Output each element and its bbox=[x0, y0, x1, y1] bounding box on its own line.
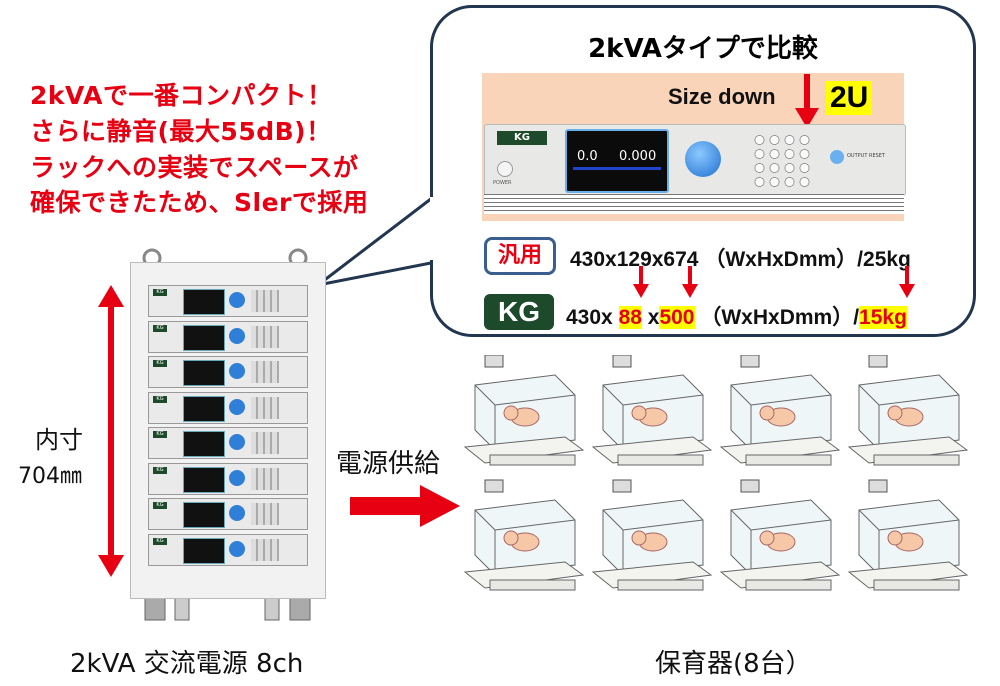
kg-badge: KG bbox=[484, 294, 554, 330]
power-supply-unit: KG bbox=[148, 462, 308, 495]
unit-keypad-icon bbox=[251, 290, 279, 312]
unit-logo: KG bbox=[153, 537, 167, 545]
unit-logo: KG bbox=[153, 466, 167, 474]
kg-x: x bbox=[647, 306, 660, 329]
weight-arrow-icon bbox=[899, 266, 915, 298]
output-label: OUTPUT RESET bbox=[847, 153, 885, 159]
unit-display bbox=[183, 324, 225, 351]
general-unit: （WxHxDmm）/25kg bbox=[704, 248, 911, 271]
incubator-grid bbox=[463, 355, 969, 591]
unit-knob-icon bbox=[229, 327, 245, 344]
unit-display bbox=[183, 431, 225, 457]
kg-spec: 430x 88 x500 （WxHxDmm）/15kg bbox=[566, 301, 907, 331]
incubator-caption: 保育器(8台） bbox=[655, 649, 812, 679]
kg-depth: 500 bbox=[659, 306, 695, 329]
unit-logo: KG bbox=[153, 502, 167, 509]
kg-width: 430x bbox=[566, 306, 613, 329]
incubator-icon bbox=[719, 479, 841, 591]
height-arrow-icon bbox=[633, 266, 649, 298]
power-supply-unit: KG bbox=[148, 533, 308, 566]
unit-logo: KG bbox=[153, 289, 167, 296]
unit-knob-icon bbox=[229, 363, 245, 379]
current-readout: 0.000 bbox=[619, 149, 657, 164]
kg-weight: 15kg bbox=[859, 306, 907, 329]
kg-unit: （WxHxDmm）/ bbox=[700, 306, 860, 329]
headline-line-4: 確保できたため、Slerで採用 bbox=[30, 188, 369, 217]
incubator-icon bbox=[719, 355, 841, 466]
rack-caption: 2kVA 交流電源 8ch bbox=[70, 649, 304, 679]
output-button bbox=[830, 150, 844, 164]
voltage-readout: 0.0 bbox=[577, 149, 598, 164]
unit-display bbox=[183, 537, 225, 564]
incubator-icon bbox=[591, 479, 713, 591]
incubator-icon bbox=[463, 479, 585, 591]
general-dims: 430x129x674 bbox=[570, 248, 699, 271]
unit-keypad-icon bbox=[251, 538, 279, 561]
unit-keypad-icon bbox=[251, 432, 279, 454]
inner-size-label: 内寸 bbox=[35, 426, 83, 454]
unit-logo: KG bbox=[153, 324, 167, 332]
device-logo: KG bbox=[497, 131, 547, 145]
unit-display bbox=[183, 395, 225, 422]
incubator-icon bbox=[847, 479, 969, 591]
power-supply-unit: KG bbox=[148, 498, 308, 530]
unit-display bbox=[183, 289, 225, 315]
keypad-icon bbox=[752, 133, 812, 189]
device-vents bbox=[484, 194, 904, 214]
unit-knob-icon bbox=[229, 398, 245, 415]
power-supply-unit: KG bbox=[148, 285, 308, 317]
device-display: 0.0 0.000 bbox=[565, 129, 669, 193]
unit-logo: KG bbox=[153, 395, 167, 403]
general-spec: 430x129x674 （WxHxDmm）/25kg bbox=[570, 243, 911, 273]
unit-display bbox=[183, 360, 225, 386]
unit-knob-icon bbox=[229, 292, 245, 308]
comparison-title: 2kVAタイプで比較 bbox=[588, 34, 818, 64]
power-button bbox=[497, 161, 513, 177]
kg-height: 88 bbox=[618, 306, 642, 329]
unit-knob-icon bbox=[229, 505, 245, 521]
power-supply-unit: KG bbox=[148, 320, 308, 353]
power-label: POWER bbox=[493, 180, 512, 186]
size-down-arrow-icon bbox=[795, 74, 819, 128]
headline-line-3: ラックへの実装でスペースが bbox=[30, 153, 359, 182]
unit-keypad-icon bbox=[251, 325, 279, 348]
incubator-icon bbox=[847, 355, 969, 466]
unit-display bbox=[183, 502, 225, 528]
size-down-label: Size down bbox=[668, 84, 776, 109]
height-double-arrow-icon bbox=[98, 285, 124, 577]
incubator-icon bbox=[463, 355, 585, 466]
unit-knob-icon bbox=[229, 434, 245, 450]
supply-arrow-icon bbox=[350, 485, 460, 527]
power-supply-unit: KG bbox=[148, 391, 308, 424]
headline-line-1: 2kVAで一番コンパクト！ bbox=[30, 81, 333, 110]
unit-keypad-icon bbox=[251, 396, 279, 419]
unit-knob-icon bbox=[229, 540, 245, 557]
supply-label: 電源供給 bbox=[336, 449, 441, 479]
depth-arrow-icon bbox=[682, 266, 698, 298]
unit-knob-icon bbox=[229, 469, 245, 486]
rack-units-badge: 2U bbox=[826, 81, 873, 115]
incubator-icon bbox=[591, 355, 713, 466]
dial-knob-icon bbox=[685, 141, 721, 177]
general-badge: 汎用 bbox=[484, 237, 556, 275]
power-supply-unit: KG bbox=[148, 356, 308, 388]
headline-line-2: さらに静音(最大55dB)！ bbox=[30, 117, 332, 146]
unit-logo: KG bbox=[153, 360, 167, 367]
kg-device-front: KG POWER 0.0 0.000 OUTPUT RESET bbox=[484, 124, 906, 196]
unit-keypad-icon bbox=[251, 467, 279, 490]
unit-keypad-icon bbox=[251, 361, 279, 383]
unit-display bbox=[183, 466, 225, 493]
power-supply-unit: KG bbox=[148, 427, 308, 459]
unit-logo: KG bbox=[153, 431, 167, 438]
unit-keypad-icon bbox=[251, 503, 279, 525]
inner-size-value: 704㎜ bbox=[18, 464, 82, 489]
